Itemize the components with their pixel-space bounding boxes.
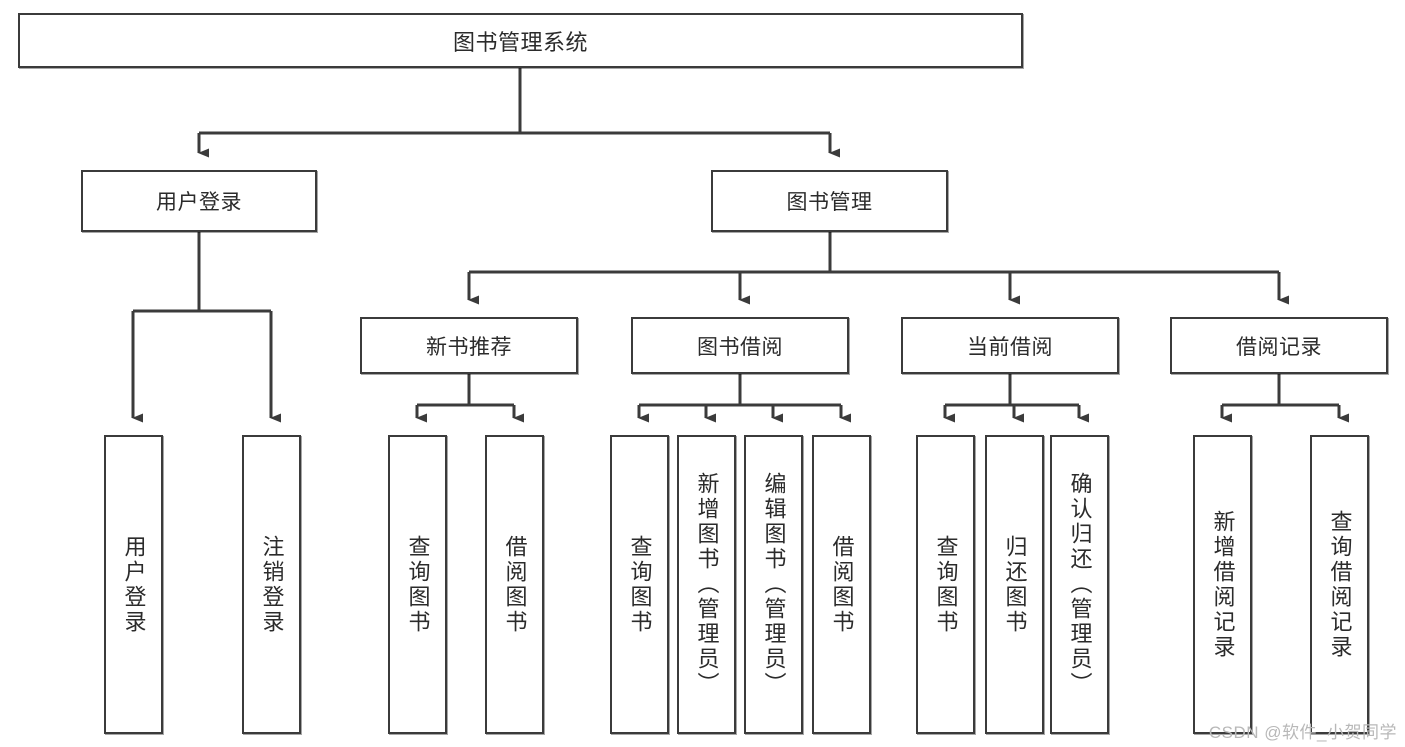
node-leaf-borrow-book-2[interactable]: 借阅图书 — [812, 435, 871, 734]
node-leaf-query-record-label: 查询借阅记录 — [1327, 509, 1353, 660]
node-leaf-query-record[interactable]: 查询借阅记录 — [1310, 435, 1369, 734]
node-book-borrow[interactable]: 图书借阅 — [631, 317, 849, 374]
node-book-manage[interactable]: 图书管理 — [711, 170, 948, 232]
node-book-manage-label: 图书管理 — [786, 191, 873, 214]
node-leaf-borrow-book-2-label: 借阅图书 — [829, 534, 855, 635]
node-user-login-label: 用户登录 — [156, 191, 242, 214]
node-book-borrow-label: 图书借阅 — [697, 335, 783, 359]
node-leaf-query-book-3-label: 查询图书 — [933, 534, 959, 635]
node-current-borrow[interactable]: 当前借阅 — [901, 317, 1119, 374]
node-leaf-confirm-return[interactable]: 确认归还（管理员） — [1050, 435, 1109, 734]
node-user-login[interactable]: 用户登录 — [81, 170, 317, 232]
node-leaf-add-record-label: 新增借阅记录 — [1210, 509, 1236, 660]
node-leaf-confirm-return-label: 确认归还（管理员） — [1067, 472, 1093, 697]
node-leaf-user-logout-label: 注销登录 — [259, 534, 285, 635]
node-leaf-return-book[interactable]: 归还图书 — [985, 435, 1044, 734]
node-leaf-borrow-book-1-label: 借阅图书 — [502, 534, 528, 635]
node-leaf-add-record[interactable]: 新增借阅记录 — [1193, 435, 1252, 734]
node-new-book-rec[interactable]: 新书推荐 — [360, 317, 578, 374]
node-leaf-query-book-1[interactable]: 查询图书 — [388, 435, 447, 734]
node-leaf-query-book-1-label: 查询图书 — [405, 534, 431, 635]
node-leaf-add-book[interactable]: 新增图书（管理员） — [677, 435, 736, 734]
node-leaf-borrow-book-1[interactable]: 借阅图书 — [485, 435, 544, 734]
node-leaf-query-book-3[interactable]: 查询图书 — [916, 435, 975, 734]
node-current-borrow-label: 当前借阅 — [967, 335, 1053, 359]
node-root-system[interactable]: 图书管理系统 — [18, 13, 1023, 68]
node-borrow-record[interactable]: 借阅记录 — [1170, 317, 1388, 374]
node-leaf-user-login-label: 用户登录 — [121, 534, 147, 635]
node-leaf-edit-book[interactable]: 编辑图书（管理员） — [744, 435, 803, 734]
node-leaf-query-book-2-label: 查询图书 — [627, 534, 653, 635]
node-leaf-edit-book-label: 编辑图书（管理员） — [761, 472, 787, 697]
node-leaf-return-book-label: 归还图书 — [1002, 534, 1028, 635]
node-leaf-user-login[interactable]: 用户登录 — [104, 435, 163, 734]
node-leaf-add-book-label: 新增图书（管理员） — [694, 472, 720, 697]
node-root-label: 图书管理系统 — [452, 29, 588, 55]
node-new-book-rec-label: 新书推荐 — [426, 335, 512, 359]
node-borrow-record-label: 借阅记录 — [1236, 335, 1322, 359]
node-leaf-query-book-2[interactable]: 查询图书 — [610, 435, 669, 734]
node-leaf-user-logout[interactable]: 注销登录 — [242, 435, 301, 734]
